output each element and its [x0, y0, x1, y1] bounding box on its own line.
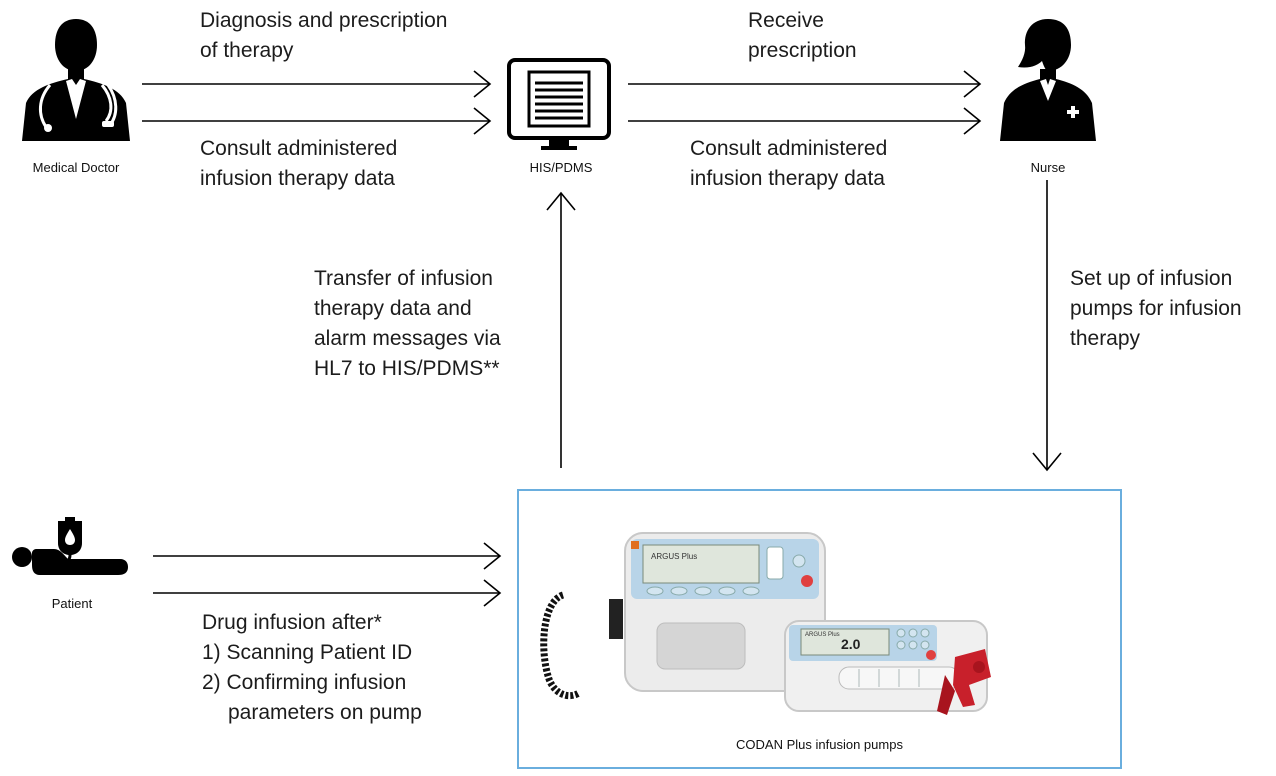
step-confirm-params-cont: parameters on pump: [228, 701, 422, 724]
patient-icon: [12, 517, 128, 575]
arrow-system-to-nurse-bottom: [628, 107, 982, 135]
syringe-rate-text: 2.0: [841, 636, 861, 652]
doctor-icon: [22, 19, 130, 141]
nurse-label: Nurse: [1030, 160, 1066, 175]
arrow-system-to-nurse-top: [628, 70, 982, 98]
arrow-patient-to-pumps-bottom: [153, 579, 502, 607]
infusion-pumps-illustration: ARGUS Plus 2.0 ARGUS Plus: [540, 532, 991, 715]
step-scan-patient: 1) Scanning Patient ID: [202, 641, 413, 664]
pumps-caption: CODAN Plus infusion pumps: [736, 737, 903, 752]
arrow-patient-to-pumps-top: [153, 542, 502, 570]
arrow-nurse-to-pumps: [1032, 180, 1062, 472]
pumps-panel: ARGUS Plus 2.0 ARGUS Plus: [517, 489, 1122, 769]
arrow-doctor-to-system-bottom: [142, 107, 492, 135]
nurse-icon: [1000, 19, 1096, 141]
step-confirm-params: 2) Confirming infusion: [202, 671, 407, 694]
arrow-pumps-to-system: [546, 191, 576, 468]
volumetric-model-text: ARGUS Plus: [651, 552, 697, 561]
volumetric-pump: ARGUS Plus: [540, 532, 826, 700]
system-label: HIS/PDMS: [529, 160, 593, 175]
label-drug-infusion: Drug infusion after* 1) Scanning Patient…: [202, 608, 422, 728]
doctor-label: Medical Doctor: [32, 160, 120, 175]
drug-infusion-heading: Drug infusion after*: [202, 611, 382, 634]
patient-label: Patient: [51, 596, 93, 611]
syringe-model-text: ARGUS Plus: [805, 632, 840, 638]
arrow-doctor-to-system-top: [142, 70, 492, 98]
syringe-pump: 2.0 ARGUS Plus: [784, 620, 991, 715]
monitor-icon: [507, 58, 611, 150]
